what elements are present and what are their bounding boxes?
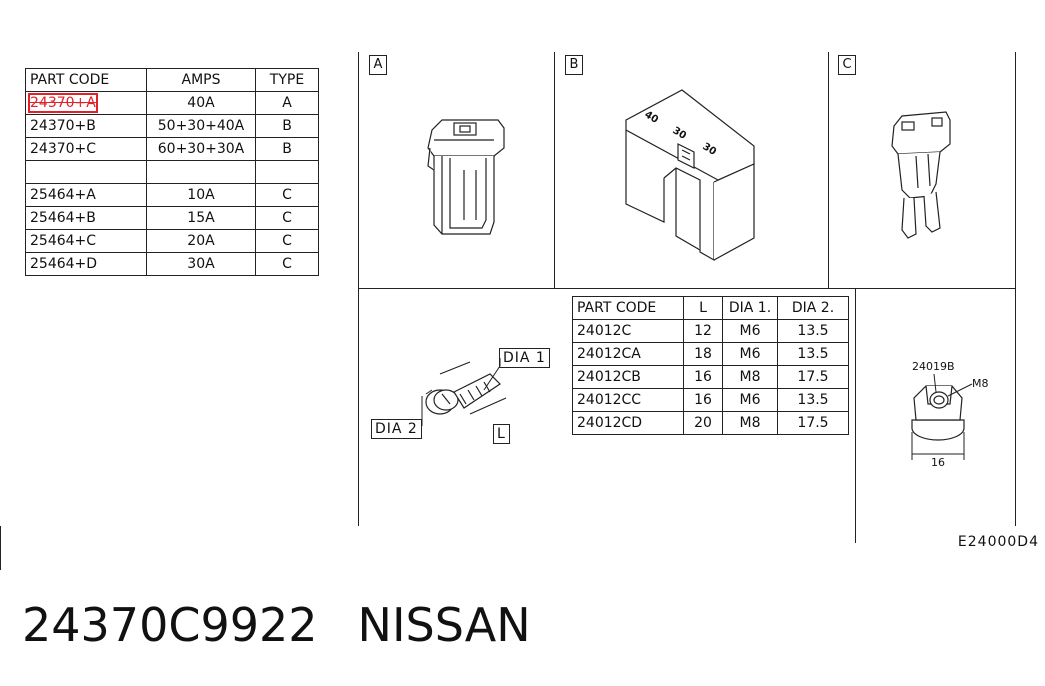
part-code-cell: 24012CA [572,342,684,366]
fuse-type-c-drawing [891,111,951,239]
part-code-cell: 24012CD [572,411,684,435]
type-cell: B [255,114,319,138]
type-cell: A [255,91,319,115]
brand-name: NISSAN [357,598,531,652]
fuse-type-b-drawing: 40 30 30 [625,89,755,262]
table-row: 25464+C 20A C [25,229,319,253]
dia2-cell: 13.5 [777,342,849,366]
length-cell: 16 [683,388,723,412]
header-type: TYPE [255,68,319,92]
amps-cell: 15A [146,206,256,230]
part-code-cell[interactable]: 24370+A [25,91,147,115]
type-cell [255,160,319,184]
amps-cell: 10A [146,183,256,207]
dia2-cell: 13.5 [777,319,849,343]
type-cell: C [255,183,319,207]
dia1-cell: M8 [722,365,778,389]
dia1-callout: DIA 1 [499,348,550,368]
fuse-type-a-drawing [427,119,505,235]
part-code-cell [25,160,147,184]
header-part-code: PART CODE [25,68,147,92]
part-code-cell: 25464+C [25,229,147,253]
length-callout: L [493,424,510,444]
dia2-callout: DIA 2 [371,419,422,439]
part-code-cell: 25464+B [25,206,147,230]
part-code-cell: 24370+B [25,114,147,138]
header-part-code: PART CODE [572,296,684,320]
dia1-leader [483,358,501,391]
dia1-cell: M6 [722,319,778,343]
type-cell: C [255,206,319,230]
table-row: 24370+C 60+30+30A B [25,137,319,161]
part-code-cell: 24012CC [572,388,684,412]
bolt-table: PART CODE L DIA 1. DIA 2. 24012C 12 M6 1… [572,296,849,435]
frame-divider [855,288,857,543]
amps-cell: 50+30+40A [146,114,256,138]
dia1-cell: M6 [722,342,778,366]
highlighted-part-code[interactable]: 24370+A [28,93,98,113]
amps-cell: 30A [146,252,256,276]
dia1-cell: M6 [722,388,778,412]
amps-cell: 40A [146,91,256,115]
length-cell: 18 [683,342,723,366]
part-number: 24370C9922 [22,598,318,652]
table-row: 25464+D 30A C [25,252,319,276]
length-cell: 16 [683,365,723,389]
edge-mark [0,526,2,570]
dia2-cell: 13.5 [777,388,849,412]
nut-drawing [911,373,973,460]
dia2-cell: 17.5 [777,411,849,435]
bolt-drawing [425,361,507,415]
panel-label-b: B [565,55,583,75]
dia1-cell: M8 [722,411,778,435]
table-row: 24012C 12 M6 13.5 [572,319,849,343]
table-row: 24012CD 20 M8 17.5 [572,411,849,435]
amps-cell [146,160,256,184]
amps-cell: 20A [146,229,256,253]
frame-divider [358,288,1016,290]
table-row: 25464+A 10A C [25,183,319,207]
header-dia1: DIA 1. [722,296,778,320]
type-cell: C [255,252,319,276]
table-row: 24012CC 16 M6 13.5 [572,388,849,412]
type-cell: B [255,137,319,161]
panel-label-c: C [838,55,856,75]
table-row: 25464+B 15A C [25,206,319,230]
table-row: 24370+B 50+30+40A B [25,114,319,138]
header-amps: AMPS [146,68,256,92]
length-cell: 12 [683,319,723,343]
length-cell: 20 [683,411,723,435]
nut-part-code: 24019B [912,360,955,373]
bolt-table-header: PART CODE L DIA 1. DIA 2. [572,296,849,320]
table-row[interactable]: 24370+A 40A A [25,91,319,115]
fuse-table: PART CODE AMPS TYPE 24370+A 40A A 24370+… [25,68,319,276]
part-code-cell: 24012C [572,319,684,343]
header-dia2: DIA 2. [777,296,849,320]
part-code-cell: 24012CB [572,365,684,389]
nut-width-label: 16 [931,456,945,469]
table-row: 24012CA 18 M6 13.5 [572,342,849,366]
table-row: 24012CB 16 M8 17.5 [572,365,849,389]
frame-divider [828,52,830,288]
part-code-cell: 25464+A [25,183,147,207]
dia2-cell: 17.5 [777,365,849,389]
type-cell: C [255,229,319,253]
nut-thread-label: M8 [972,377,989,390]
amps-cell: 60+30+30A [146,137,256,161]
dia2-leader [421,389,433,426]
part-code-cell: 25464+D [25,252,147,276]
fuse-table-header: PART CODE AMPS TYPE [25,68,319,92]
footer: 24370C9922 NISSAN [22,598,571,652]
header-length: L [683,296,723,320]
table-row [25,160,319,184]
frame-divider [554,52,556,288]
panel-label-a: A [369,55,387,75]
part-code-cell: 24370+C [25,137,147,161]
diagram-id: E24000D4 [957,534,1039,550]
